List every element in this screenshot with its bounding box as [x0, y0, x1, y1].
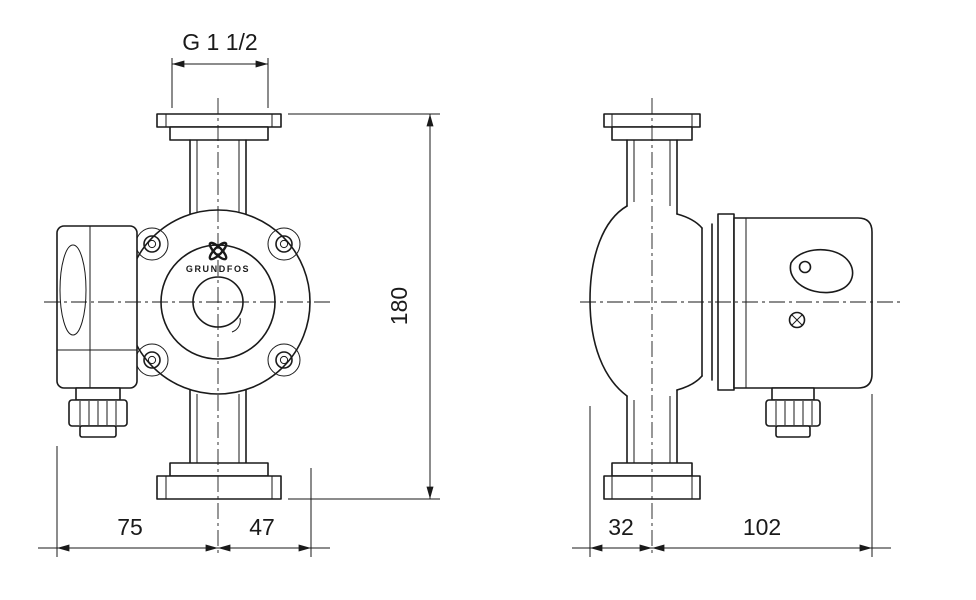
logo-mark-icon [208, 241, 228, 261]
dim-height: 180 [288, 113, 440, 500]
side-view [580, 98, 903, 556]
terminal-box [56, 225, 138, 389]
dim-width-left: 75 [38, 446, 218, 557]
outlet-pipe-bottom [189, 389, 247, 464]
bolt-holes [143, 235, 293, 369]
outlet-flange-bottom [156, 462, 282, 500]
dim-label-depth-right: 102 [743, 514, 781, 540]
grundfos-logo: GRUNDFOS [186, 241, 250, 274]
dim-width-right: 47 [218, 468, 330, 557]
dim-label-depth-left: 32 [608, 514, 634, 540]
rotation-mark [231, 317, 241, 333]
dim-label-width-right: 47 [249, 514, 275, 540]
screw-icon [788, 311, 806, 329]
dim-depth-right: 102 [652, 394, 891, 557]
dim-depth-left: 32 [572, 406, 652, 557]
dim-connection: G 1 1/2 [171, 29, 269, 108]
speed-selector-knob [789, 248, 854, 294]
cable-gland-front [68, 387, 128, 438]
volute-profile [589, 205, 703, 397]
brand-text: GRUNDFOS [186, 264, 250, 274]
logo-mark-icon [208, 241, 228, 261]
dim-label-connection: G 1 1/2 [182, 29, 257, 55]
control-box [733, 217, 873, 389]
dim-label-height: 180 [386, 287, 412, 325]
pipe-top-side [626, 139, 678, 215]
inlet-flange-top [156, 113, 282, 141]
dimensions: G 1 1/2 180 75 47 32 [38, 29, 891, 557]
cable-gland-side [765, 387, 821, 438]
front-view: GRUNDFOS [44, 98, 332, 556]
inlet-pipe-top [189, 139, 247, 217]
dim-label-width-left: 75 [117, 514, 143, 540]
pipe-bottom-side [626, 389, 678, 464]
